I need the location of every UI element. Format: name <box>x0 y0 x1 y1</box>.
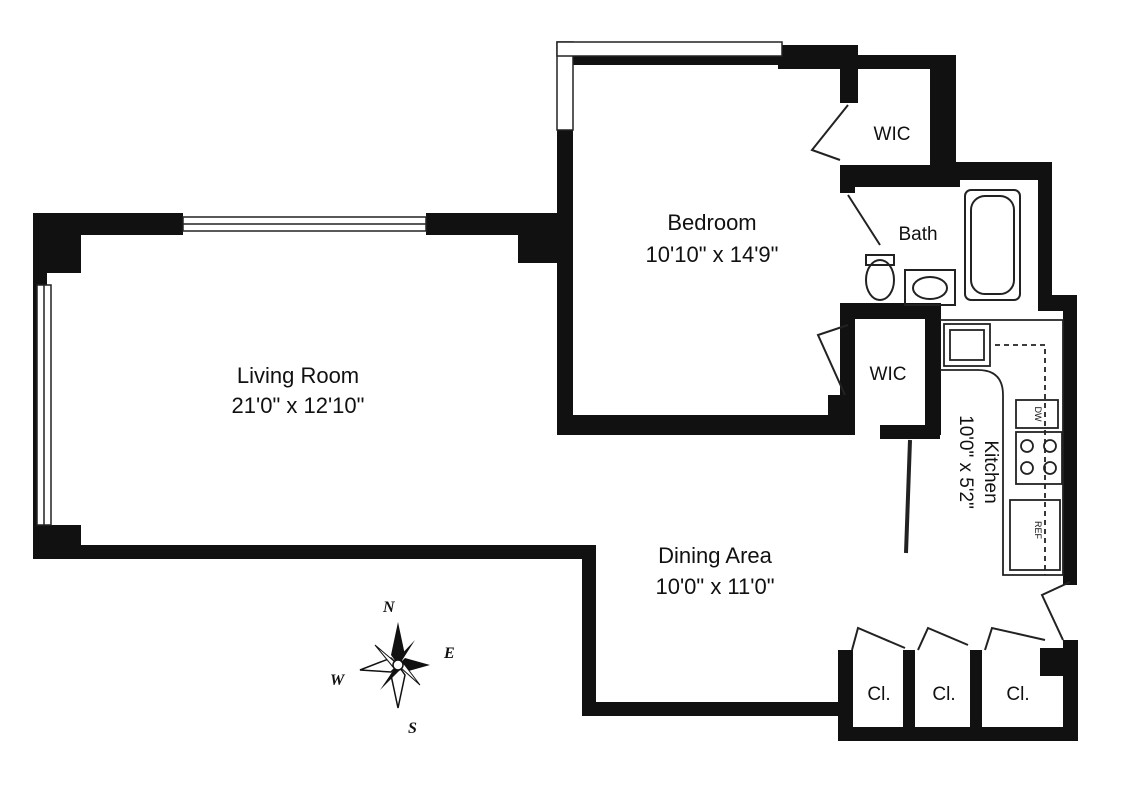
bedroom-name: Bedroom <box>667 210 756 235</box>
kitchen-size: 10'0" x 5'2" <box>955 415 976 509</box>
dining-area-name: Dining Area <box>658 543 773 568</box>
wic-upper-label: WIC <box>874 124 911 145</box>
living-room-size: 21'0" x 12'10" <box>232 393 365 418</box>
walls <box>33 45 1078 741</box>
room-labels: Living Room 21'0" x 12'10" Bedroom 10'10… <box>232 124 1043 705</box>
closet-label: Cl. <box>1006 684 1029 705</box>
closet-label: Cl. <box>932 684 955 705</box>
kitchen-fixtures <box>940 319 1064 576</box>
compass-e: E <box>443 645 455 662</box>
wic-lower-label: WIC <box>870 364 907 385</box>
living-room-name: Living Room <box>237 363 359 388</box>
bath-fixtures <box>865 189 1021 306</box>
doors <box>810 104 1071 651</box>
compass-rose-icon: N E S W <box>330 599 455 737</box>
bedroom-size: 10'10" x 14'9" <box>646 242 779 267</box>
kitchen-name: Kitchen <box>980 440 1001 503</box>
compass-w: W <box>330 672 346 689</box>
compass-s: S <box>408 720 417 737</box>
bath-label: Bath <box>898 224 937 245</box>
windows <box>36 41 783 526</box>
dishwasher-label: DW <box>1033 407 1043 422</box>
refrigerator-label: REF <box>1033 521 1043 540</box>
closet-label: Cl. <box>867 684 890 705</box>
dining-area-size: 10'0" x 11'0" <box>655 574 774 599</box>
compass-n: N <box>382 599 396 616</box>
